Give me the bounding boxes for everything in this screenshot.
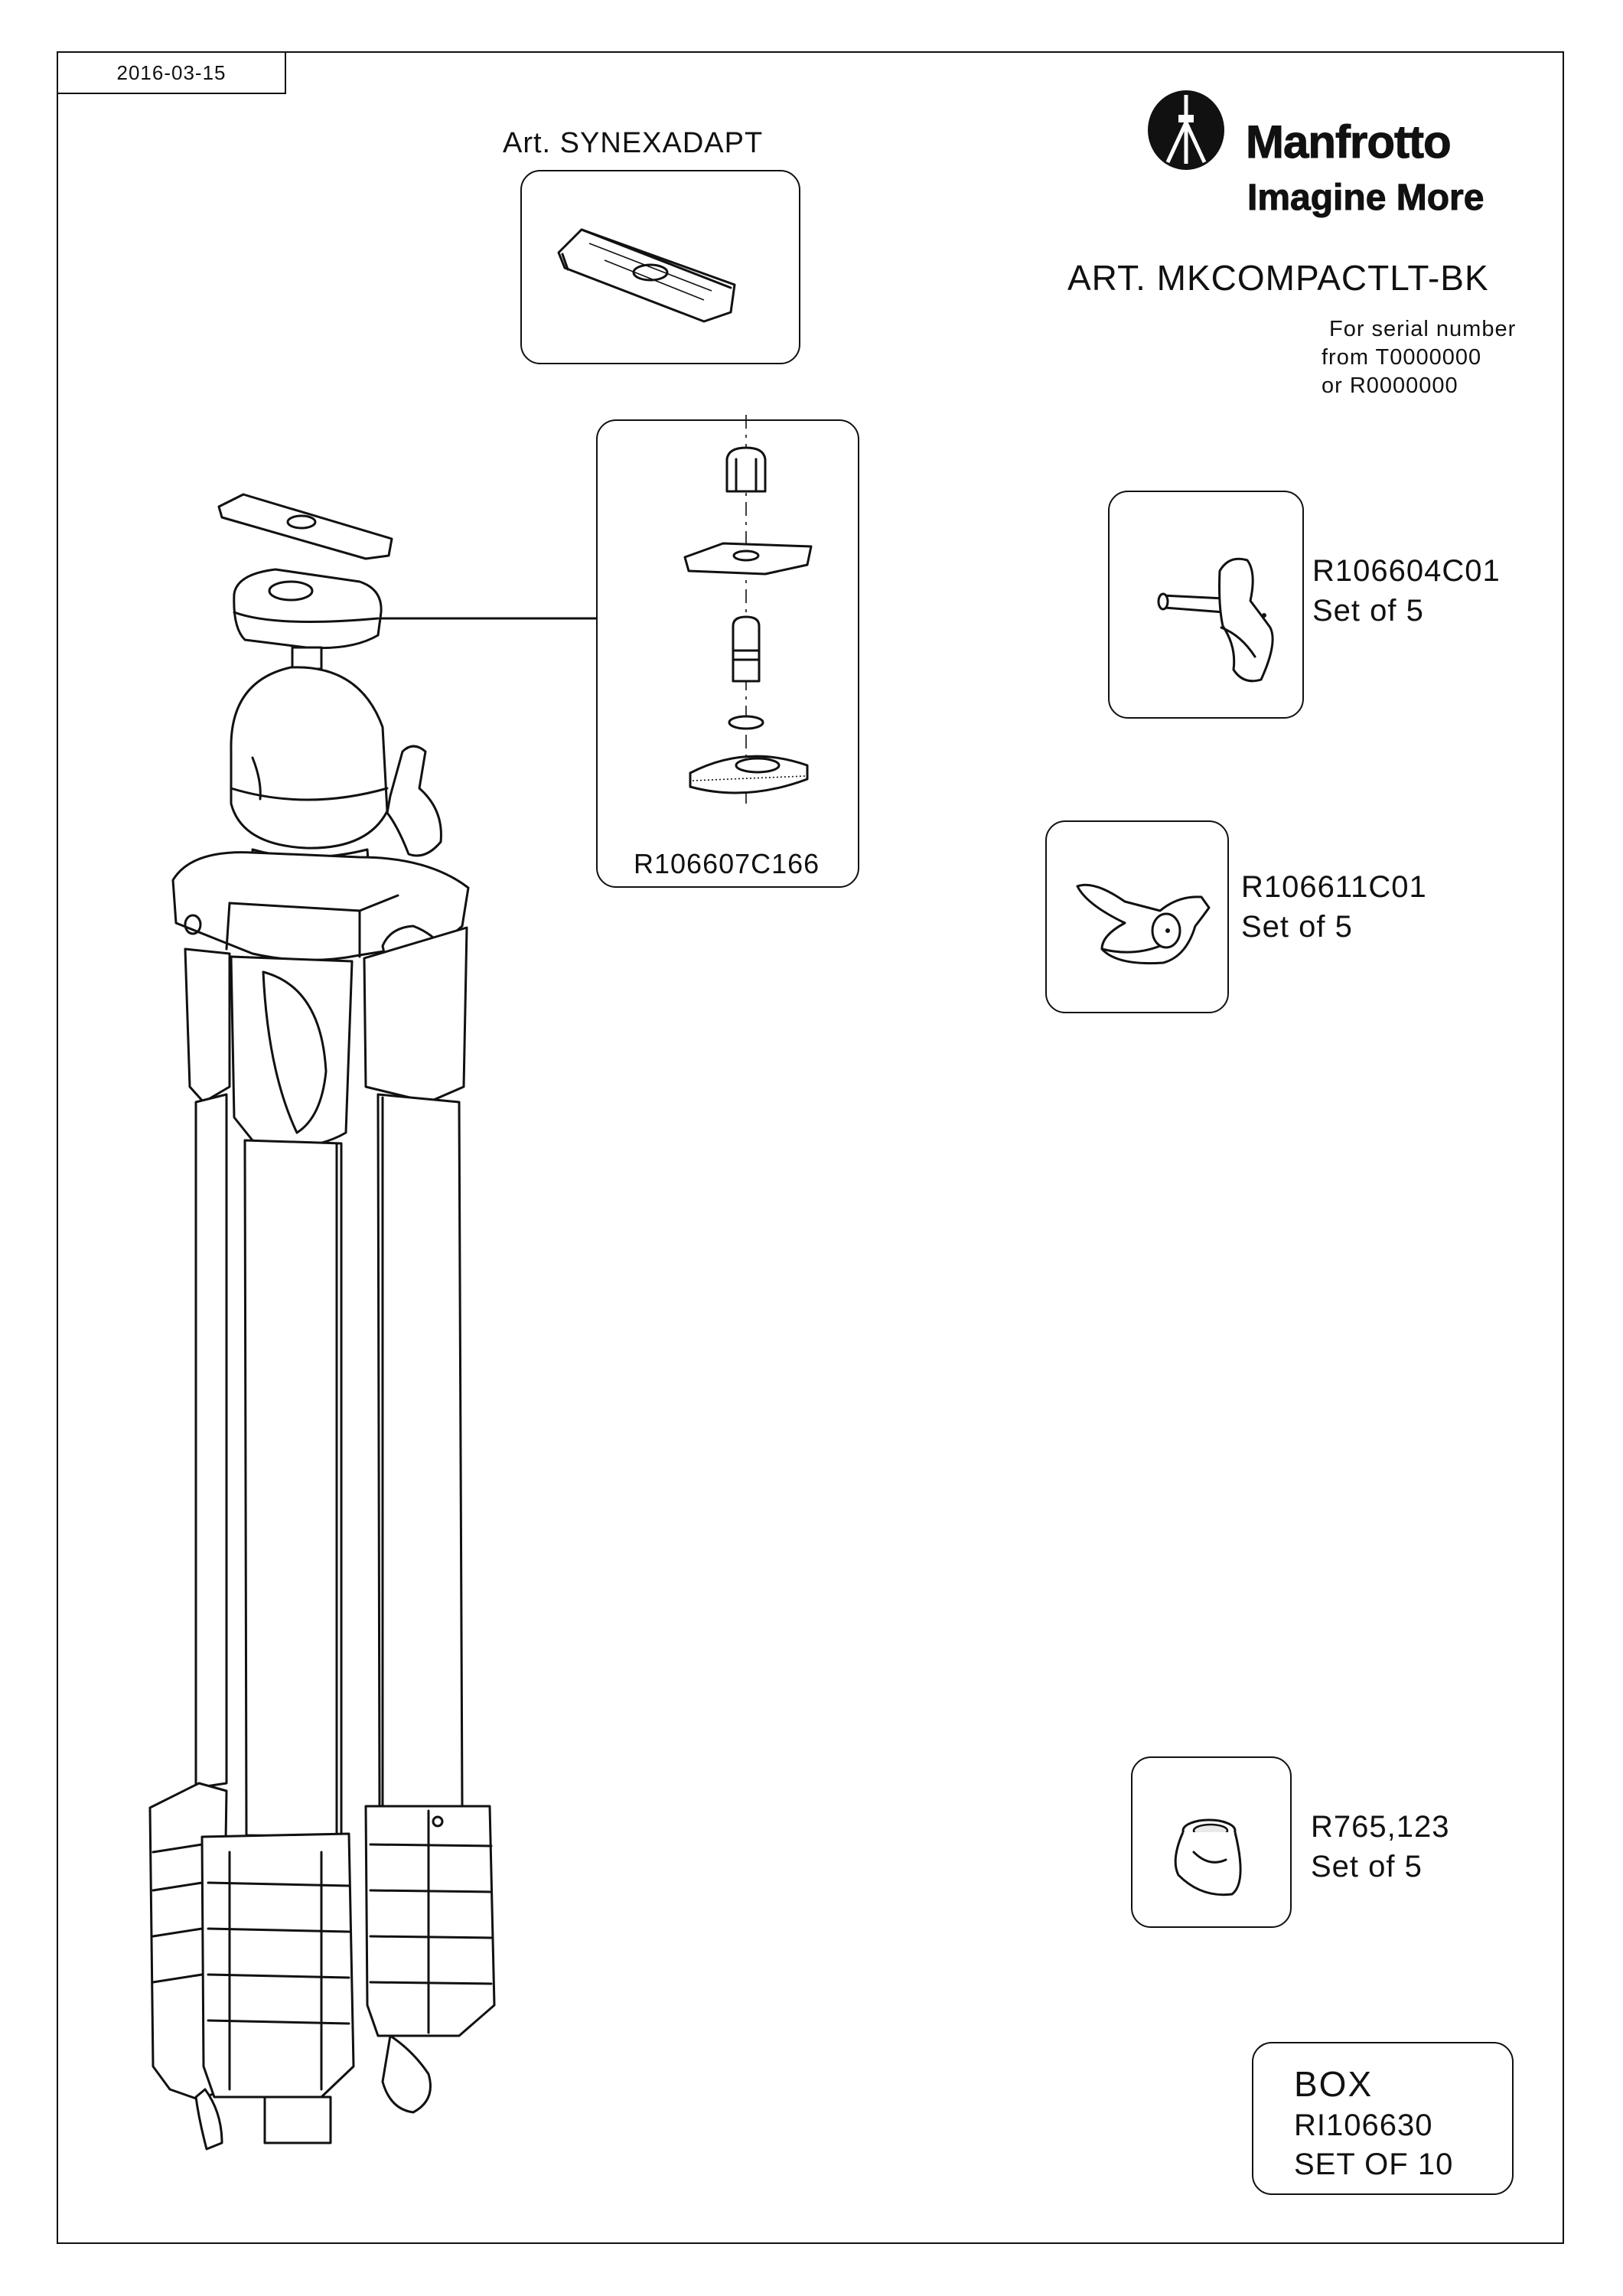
foot-qty: Set of 5 (1311, 1850, 1423, 1883)
synexadapt-plate-drawing (557, 228, 736, 323)
box-code: RI106630 (1294, 2108, 1433, 2142)
serial-line-1: For serial number (1329, 317, 1517, 341)
knob-a-qty: Set of 5 (1312, 594, 1424, 628)
knob-b-qty: Set of 5 (1241, 910, 1353, 944)
knob-a-code: R106604C01 (1312, 554, 1501, 588)
article-title: ART. MKCOMPACTLT-BK (1067, 258, 1489, 298)
logo-brand: Manfrotto (1246, 116, 1452, 168)
knob-a-drawing (1157, 557, 1274, 683)
serial-line-2: from T0000000 (1322, 345, 1482, 370)
manfrotto-logo-icon (1148, 90, 1224, 170)
box-qty: SET OF 10 (1294, 2148, 1454, 2181)
serial-line-3: or R0000000 (1322, 373, 1458, 398)
head-kit-box (596, 419, 859, 888)
serial-note: For serial number from T0000000 or R0000… (1322, 315, 1516, 400)
logo-tagline: Imagine More (1247, 178, 1484, 219)
synexadapt-label: Art. SYNEXADAPT (503, 127, 764, 159)
date-stamp: 2016-03-15 (57, 51, 286, 94)
foot-drawing (1174, 1818, 1242, 1896)
packaging-box (1252, 2042, 1514, 2195)
box-title: BOX (1294, 2064, 1374, 2104)
knob-b-code: R106611C01 (1241, 870, 1427, 904)
knob-b-drawing (1076, 883, 1211, 965)
head-kit-code: R106607C166 (634, 848, 820, 879)
tripod-drawing (148, 493, 496, 2151)
page-frame (57, 51, 1564, 2244)
head-kit-exploded-drawing (683, 415, 813, 804)
foot-code: R765,123 (1311, 1810, 1450, 1844)
